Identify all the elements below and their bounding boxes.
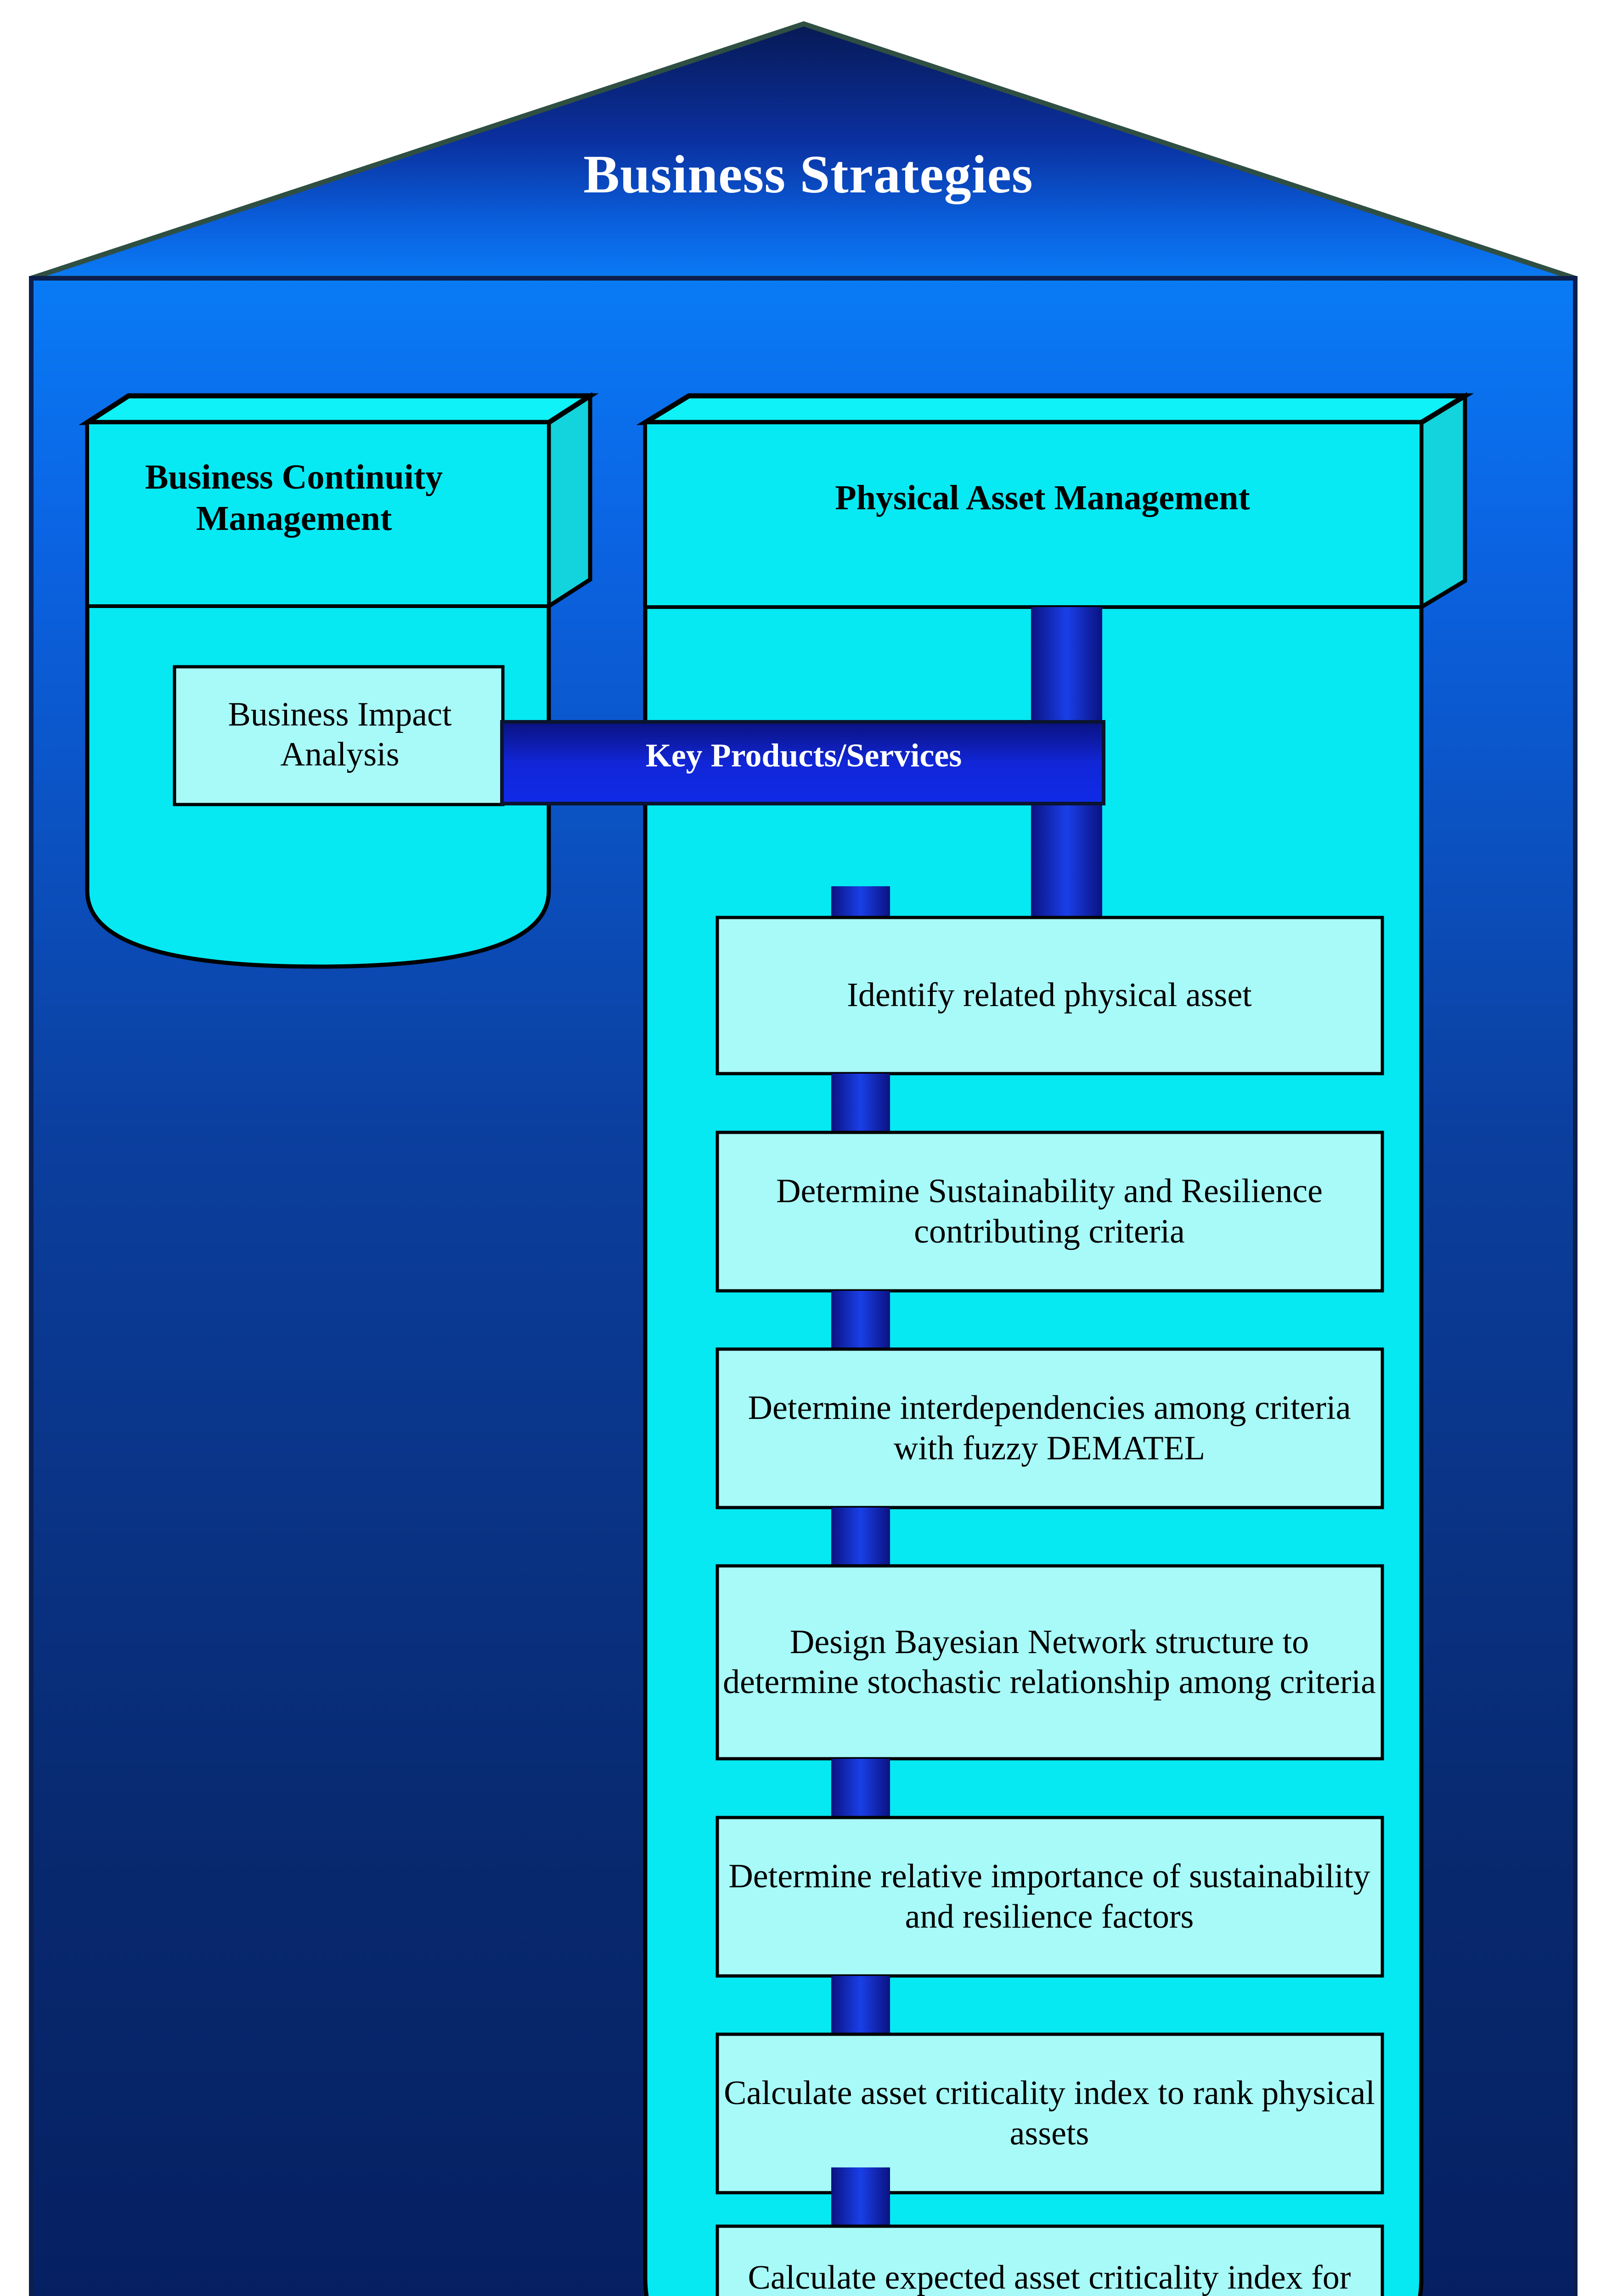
step-box-6[interactable] [716, 2032, 1384, 2195]
pam-header-top [636, 393, 1474, 425]
connector-bar-3 [831, 1291, 890, 1351]
step-box-3[interactable] [716, 1347, 1384, 1509]
connector-bar-5 [831, 1759, 890, 1819]
frame-roof [30, 21, 1576, 281]
step-box-4[interactable] [716, 1564, 1384, 1761]
pam-header-front [643, 421, 1423, 609]
bcm-header-front [85, 421, 551, 608]
step-box-5[interactable] [716, 1816, 1384, 1978]
key-products-bar-rect [500, 720, 1105, 805]
connector-vertical-top [1031, 607, 1102, 736]
key-products-bar[interactable] [500, 720, 1105, 805]
pam-header-side [1419, 392, 1467, 611]
step-box-2[interactable] [716, 1131, 1384, 1293]
connector-bar-2 [831, 1074, 890, 1134]
connector-bar-7 [831, 2167, 890, 2228]
process-flow [716, 886, 1384, 2296]
bcm-bia-box[interactable] [173, 665, 505, 806]
bcm-header-top [79, 393, 599, 425]
pillar-bcm[interactable] [79, 392, 599, 969]
bcm-header-side [547, 392, 592, 610]
step-box-7[interactable] [716, 2224, 1384, 2296]
connector-bar-1 [831, 886, 890, 921]
connector-bar-6 [831, 1976, 890, 2037]
connector-bar-4 [831, 1508, 890, 1568]
step-box-1[interactable] [716, 916, 1384, 1075]
